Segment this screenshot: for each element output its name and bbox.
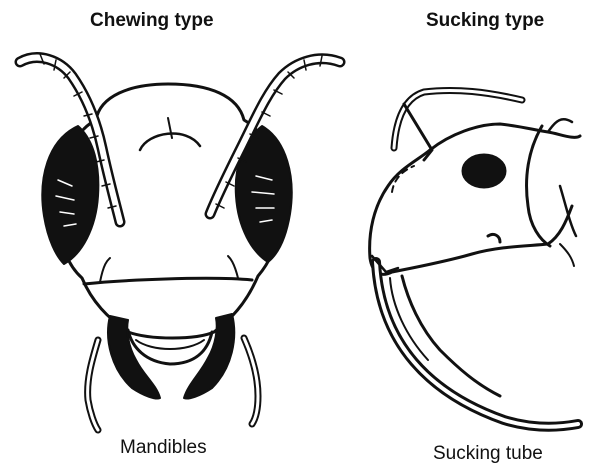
chewing-head [20, 54, 340, 430]
sucking-head [370, 90, 580, 426]
left-mandible [108, 316, 160, 399]
sucking-tube-caption: Sucking tube [433, 443, 543, 465]
clypeus [84, 278, 252, 284]
frontal-arc [140, 134, 200, 150]
left-compound-eye [42, 126, 98, 264]
right-mandible [184, 314, 234, 399]
sucking-compound-eye [462, 154, 506, 188]
mandibles-caption: Mandibles [120, 437, 207, 459]
